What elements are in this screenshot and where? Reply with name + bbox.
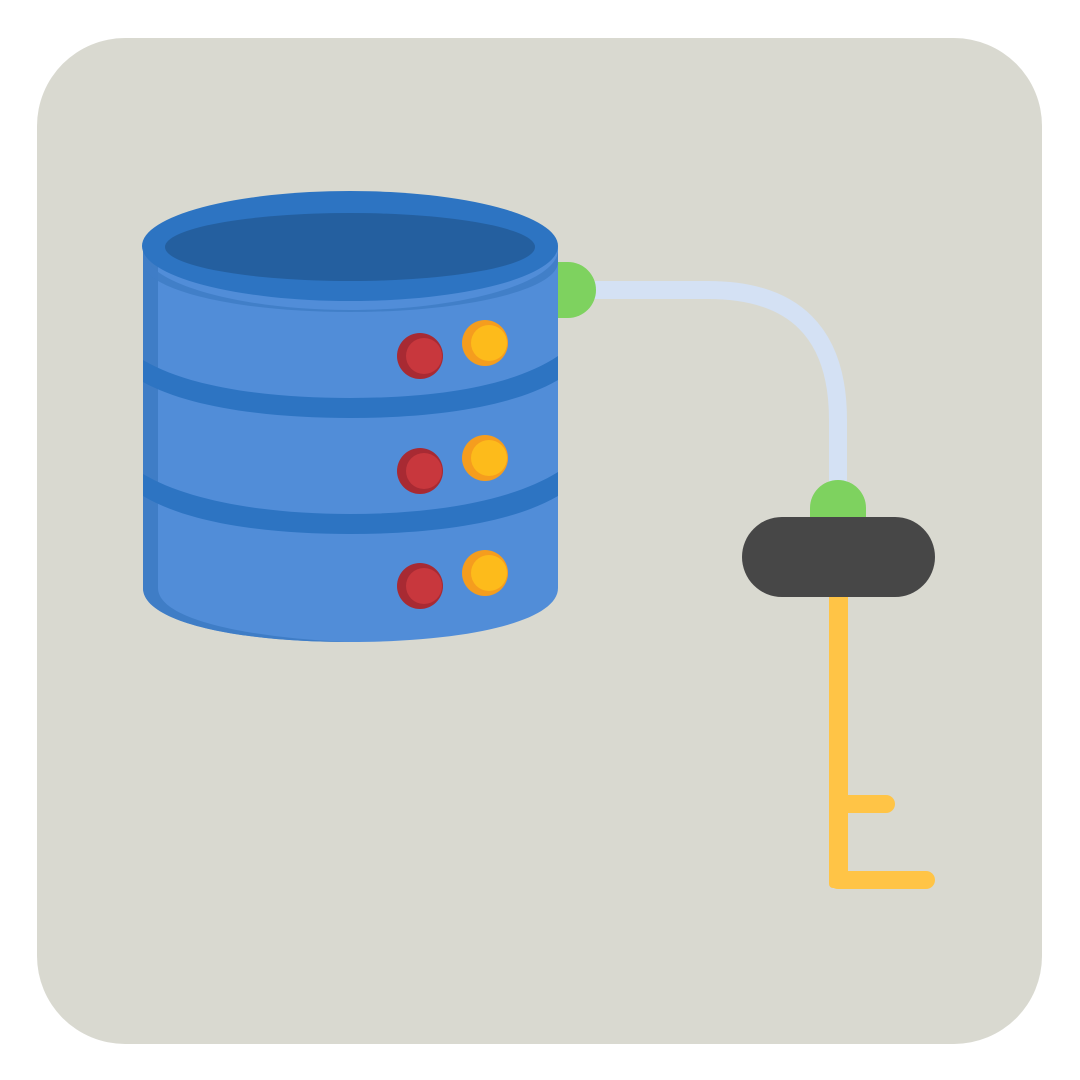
database-top-surface (165, 213, 535, 281)
yellow-status-light-highlight (471, 325, 507, 361)
yellow-status-light-highlight (471, 440, 507, 476)
database-separator-band (143, 472, 558, 534)
red-status-light-highlight (406, 453, 442, 489)
status-lights-row (397, 550, 508, 609)
cable (588, 281, 847, 492)
key-head (742, 517, 935, 597)
yellow-status-light-highlight (471, 555, 507, 591)
red-status-light-highlight (406, 568, 442, 604)
key-shaft (829, 590, 848, 888)
database-connector-plug (556, 262, 596, 318)
database-separator-band (143, 356, 558, 418)
key-icon (742, 480, 935, 889)
status-lights-row (397, 435, 508, 494)
status-lights-row (397, 320, 508, 379)
key-tooth-short (829, 795, 895, 813)
database-icon (142, 191, 558, 642)
key-tooth-long (829, 871, 935, 889)
key-connector-plug (810, 480, 866, 522)
database-body (143, 246, 558, 642)
red-status-light-highlight (406, 338, 442, 374)
database-side-shade (143, 246, 350, 642)
